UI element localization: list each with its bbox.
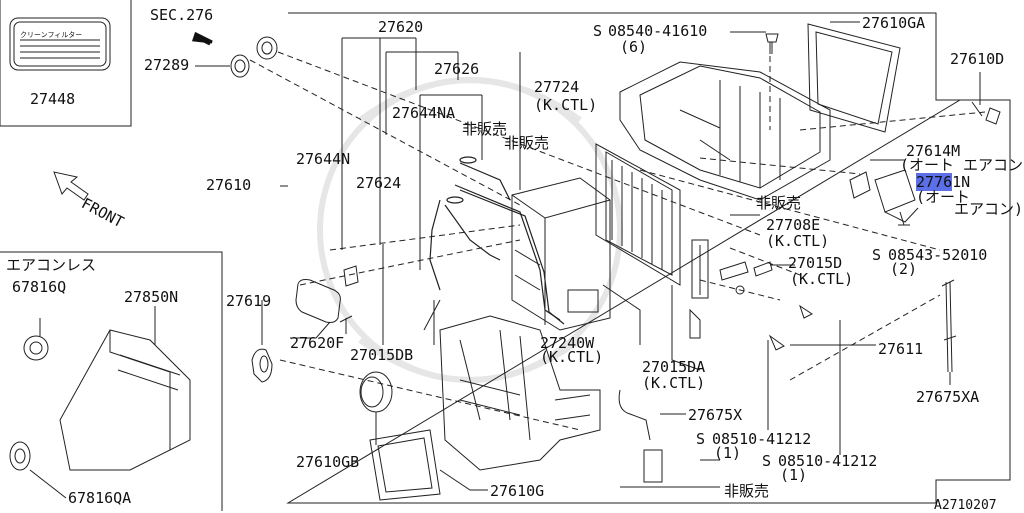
pipes	[429, 156, 565, 325]
part-27724[interactable]: 27724	[534, 78, 580, 96]
screw-08540	[765, 33, 779, 54]
s-mark-2: S	[872, 246, 882, 264]
part-27675X[interactable]: 27675X	[688, 406, 743, 424]
screw-08543-52010[interactable]: 08543-52010	[888, 246, 988, 264]
grommet-27289	[230, 36, 278, 78]
kctl-27708E: (K.CTL)	[766, 232, 830, 250]
auto-ac-1: (オート エアコン)	[900, 156, 1024, 174]
filter-27620F	[295, 265, 359, 334]
aircon-less-frame	[0, 251, 223, 511]
blower-fan	[359, 371, 393, 413]
aircon-less-title: エアコンレス	[6, 256, 97, 274]
heater-core	[595, 143, 681, 286]
sticker-outline	[9, 17, 111, 71]
actuator-motor	[849, 169, 919, 223]
non-sale-2: 非販売	[504, 134, 550, 152]
label-box-frame	[0, 0, 132, 127]
part-27620[interactable]: 27620	[378, 18, 424, 36]
part-27015DB[interactable]: 27015DB	[350, 346, 414, 364]
s-mark-1: S	[593, 22, 603, 40]
part-27761N-highlight: 2776	[916, 173, 953, 191]
screw-08510-41212-a[interactable]: 08510-41212	[712, 430, 812, 448]
screw3-qty: (1)	[714, 444, 742, 462]
part-27644NA[interactable]: 27644NA	[392, 104, 456, 122]
part-27015D[interactable]: 27015D	[788, 254, 843, 272]
part-27624[interactable]: 27624	[356, 174, 402, 192]
part-27620F[interactable]: 27620F	[290, 334, 345, 352]
link-parts	[689, 239, 813, 351]
screw-27610D	[971, 101, 1001, 125]
kctl-27015DA: (K.CTL)	[642, 374, 706, 392]
sensor-rod-27675XA	[941, 279, 957, 373]
part-67816Q[interactable]: 67816Q	[12, 278, 67, 296]
part-27015DA[interactable]: 27015DA	[642, 358, 706, 376]
part-67816QA[interactable]: 67816QA	[68, 489, 132, 507]
part-27675XA[interactable]: 27675XA	[916, 388, 980, 406]
part-27708E[interactable]: 27708E	[766, 216, 821, 234]
part-27289[interactable]: 27289	[144, 56, 190, 74]
non-sale-4: 非販売	[724, 482, 770, 500]
s-mark-3: S	[696, 430, 706, 448]
screw4-qty: (1)	[780, 466, 808, 484]
screw-08510-41212-b[interactable]: 08510-41212	[778, 452, 878, 470]
part-27610G[interactable]: 27610G	[490, 482, 545, 500]
part-27619[interactable]: 27619	[226, 292, 272, 310]
screw1-qty: (6)	[620, 38, 648, 56]
diagram-code: A2710207	[934, 498, 997, 513]
filter-frame-27610GA	[807, 23, 901, 133]
part-27610[interactable]: 27610	[206, 176, 252, 194]
upper-heater-case	[619, 61, 831, 201]
part-27644N[interactable]: 27644N	[296, 150, 351, 168]
front-arrow	[53, 171, 89, 201]
grommet-27619	[251, 348, 273, 383]
part-27614M[interactable]: 27614M	[906, 142, 961, 160]
sticker-text: クリーンフィルター	[20, 31, 83, 39]
part-27448[interactable]: 27448	[30, 90, 76, 108]
screw2-qty: (2)	[890, 260, 918, 278]
auto-ac-2a: (オート	[916, 188, 971, 206]
non-sale-1: 非販売	[462, 120, 508, 138]
s-mark-4: S	[762, 452, 772, 470]
non-sale-3: 非販売	[756, 194, 802, 212]
evaporator-unit	[511, 177, 611, 331]
sensor-27675X	[618, 389, 663, 483]
part-27610GA[interactable]: 27610GA	[862, 14, 926, 32]
part-27610GB[interactable]: 27610GB	[296, 453, 360, 471]
part-27611[interactable]: 27611	[878, 340, 924, 358]
part-27850N[interactable]: 27850N	[124, 288, 179, 306]
main-frame	[286, 12, 1011, 504]
part-27626[interactable]: 27626	[434, 60, 480, 78]
auto-ac-2b: エアコン)	[954, 200, 1024, 218]
kctl-27015D: (K.CTL)	[790, 270, 854, 288]
kctl-27724: (K.CTL)	[534, 96, 598, 114]
sec-arrow	[191, 31, 213, 46]
part-27610D[interactable]: 27610D	[950, 50, 1005, 68]
screw-08540-41610[interactable]: 08540-41610	[608, 22, 708, 40]
part-27761N[interactable]: 27761N	[916, 173, 971, 191]
filter-frame-27610G	[369, 429, 441, 501]
lower-case	[439, 315, 601, 471]
sec-label: SEC.276	[150, 6, 214, 24]
part-27240W[interactable]: 27240W	[540, 334, 595, 352]
aircon-less-parts	[9, 329, 191, 471]
kctl-27240W: (K.CTL)	[540, 348, 604, 366]
